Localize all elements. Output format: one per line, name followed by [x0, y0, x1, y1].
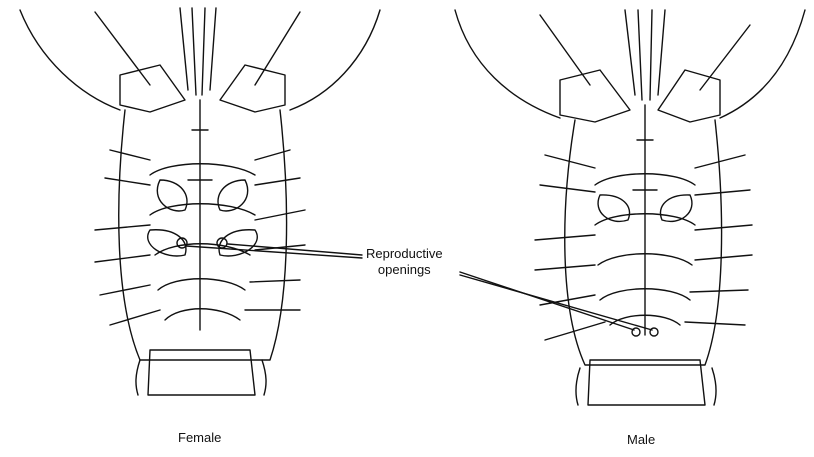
- female-specimen: [20, 8, 380, 395]
- reproductive-label-line2: openings: [366, 262, 443, 278]
- male-caption: Male: [627, 432, 655, 447]
- reproductive-label-line1: Reproductive: [366, 246, 443, 262]
- reproductive-openings-label: Reproductive openings: [366, 246, 443, 278]
- male-specimen: [455, 10, 805, 405]
- female-caption: Female: [178, 430, 221, 445]
